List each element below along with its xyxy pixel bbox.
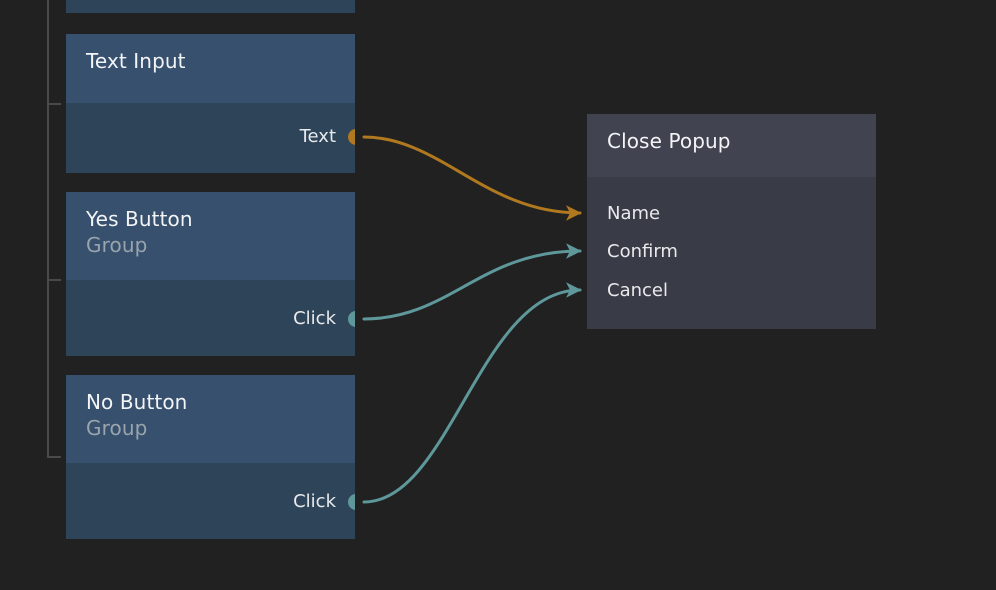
input-port-confirm[interactable]: Confirm	[607, 241, 678, 263]
edge-text-to-name[interactable]	[362, 135, 582, 221]
input-port-cancel[interactable]: Cancel	[607, 280, 668, 302]
input-port-label: Cancel	[607, 280, 668, 301]
node-body-no-button[interactable]: Click	[66, 463, 355, 539]
output-port-label: Click	[293, 308, 336, 329]
input-port-label: Name	[607, 203, 661, 224]
output-port-label: Text	[299, 126, 336, 147]
node-title-no-button: No Button	[86, 390, 188, 414]
node-clipped-node[interactable]	[66, 0, 355, 13]
output-port-click[interactable]: Click	[293, 491, 355, 513]
output-port-dot-orange[interactable]	[348, 129, 355, 145]
node-subtitle-yes-button: Group	[86, 233, 148, 257]
node-body-yes-button[interactable]: Click	[66, 280, 355, 356]
output-port-text[interactable]: Text	[300, 126, 355, 148]
tree-branch-line-1	[47, 279, 61, 281]
node-title-close-popup: Close Popup	[607, 129, 731, 153]
edge-noclick-to-cancel[interactable]	[362, 282, 582, 504]
output-port-label: Click	[293, 491, 336, 512]
tree-branch-line-2	[47, 456, 61, 458]
edge-yesclick-to-confirm[interactable]	[362, 243, 582, 321]
input-port-name[interactable]: Name	[607, 203, 660, 225]
node-body-clipped-node[interactable]	[66, 0, 355, 13]
output-port-dot-teal[interactable]	[348, 494, 355, 510]
node-body-text-input[interactable]: Text	[66, 103, 355, 173]
tree-branch-line-0	[47, 103, 61, 105]
tree-trunk-line	[47, 0, 49, 458]
input-port-label: Confirm	[607, 241, 678, 262]
output-port-dot-teal[interactable]	[348, 311, 355, 327]
node-header-text-input[interactable]: Text Input	[66, 34, 355, 103]
node-header-close-popup[interactable]: Close Popup	[587, 114, 876, 177]
output-port-click[interactable]: Click	[293, 308, 355, 330]
node-subtitle-no-button: Group	[86, 416, 148, 440]
node-title-text-input: Text Input	[86, 49, 186, 73]
node-title-yes-button: Yes Button	[86, 207, 193, 231]
